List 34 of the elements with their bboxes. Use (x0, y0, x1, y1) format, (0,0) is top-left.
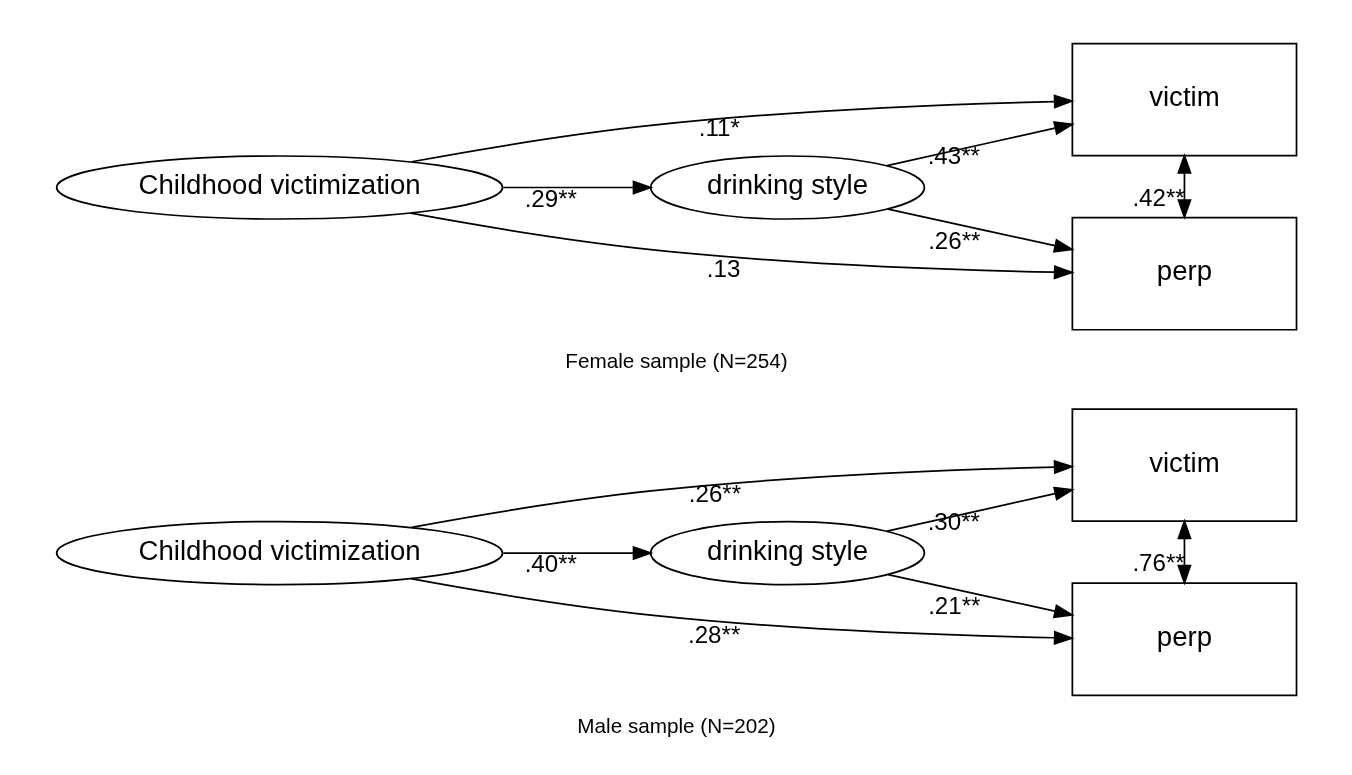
node-ellipse: Childhood victimization (55, 155, 503, 220)
arrow (885, 121, 1075, 167)
node-box: victim (1071, 42, 1297, 157)
edge-label: .28** (687, 620, 740, 648)
edge-label: .13 (706, 254, 740, 282)
node-box: victim (1071, 408, 1297, 522)
edge-label: .40** (524, 550, 577, 578)
edge-label: .76** (1131, 549, 1185, 577)
arrow (885, 486, 1075, 533)
node-box: perp (1071, 216, 1297, 331)
edge-label: .11* (698, 114, 740, 142)
arrow (409, 577, 1075, 645)
arrow (1176, 518, 1192, 586)
arrow (886, 573, 1075, 619)
node-ellipse: drinking style (649, 155, 925, 220)
node-ellipse: Childhood victimization (55, 520, 503, 586)
edge-label: .29** (524, 184, 577, 212)
arrow (409, 212, 1075, 280)
arrow (410, 94, 1075, 163)
node-box: perp (1071, 582, 1297, 697)
edge-label: .30** (927, 507, 980, 535)
label: Female sample (N=254) (564, 348, 788, 372)
arrow (1176, 153, 1192, 220)
edge-label: .26** (927, 226, 980, 254)
arrow (501, 180, 653, 195)
arrow (501, 545, 653, 561)
arrow (886, 208, 1075, 253)
edge-label: .21** (927, 592, 980, 620)
edge-label: .43** (927, 142, 980, 170)
arrow (410, 459, 1075, 529)
edge-label: .26** (688, 479, 741, 507)
edge-label: .42** (1131, 183, 1185, 211)
node-ellipse: drinking style (649, 520, 925, 586)
label: Male sample (N=202) (576, 714, 776, 738)
